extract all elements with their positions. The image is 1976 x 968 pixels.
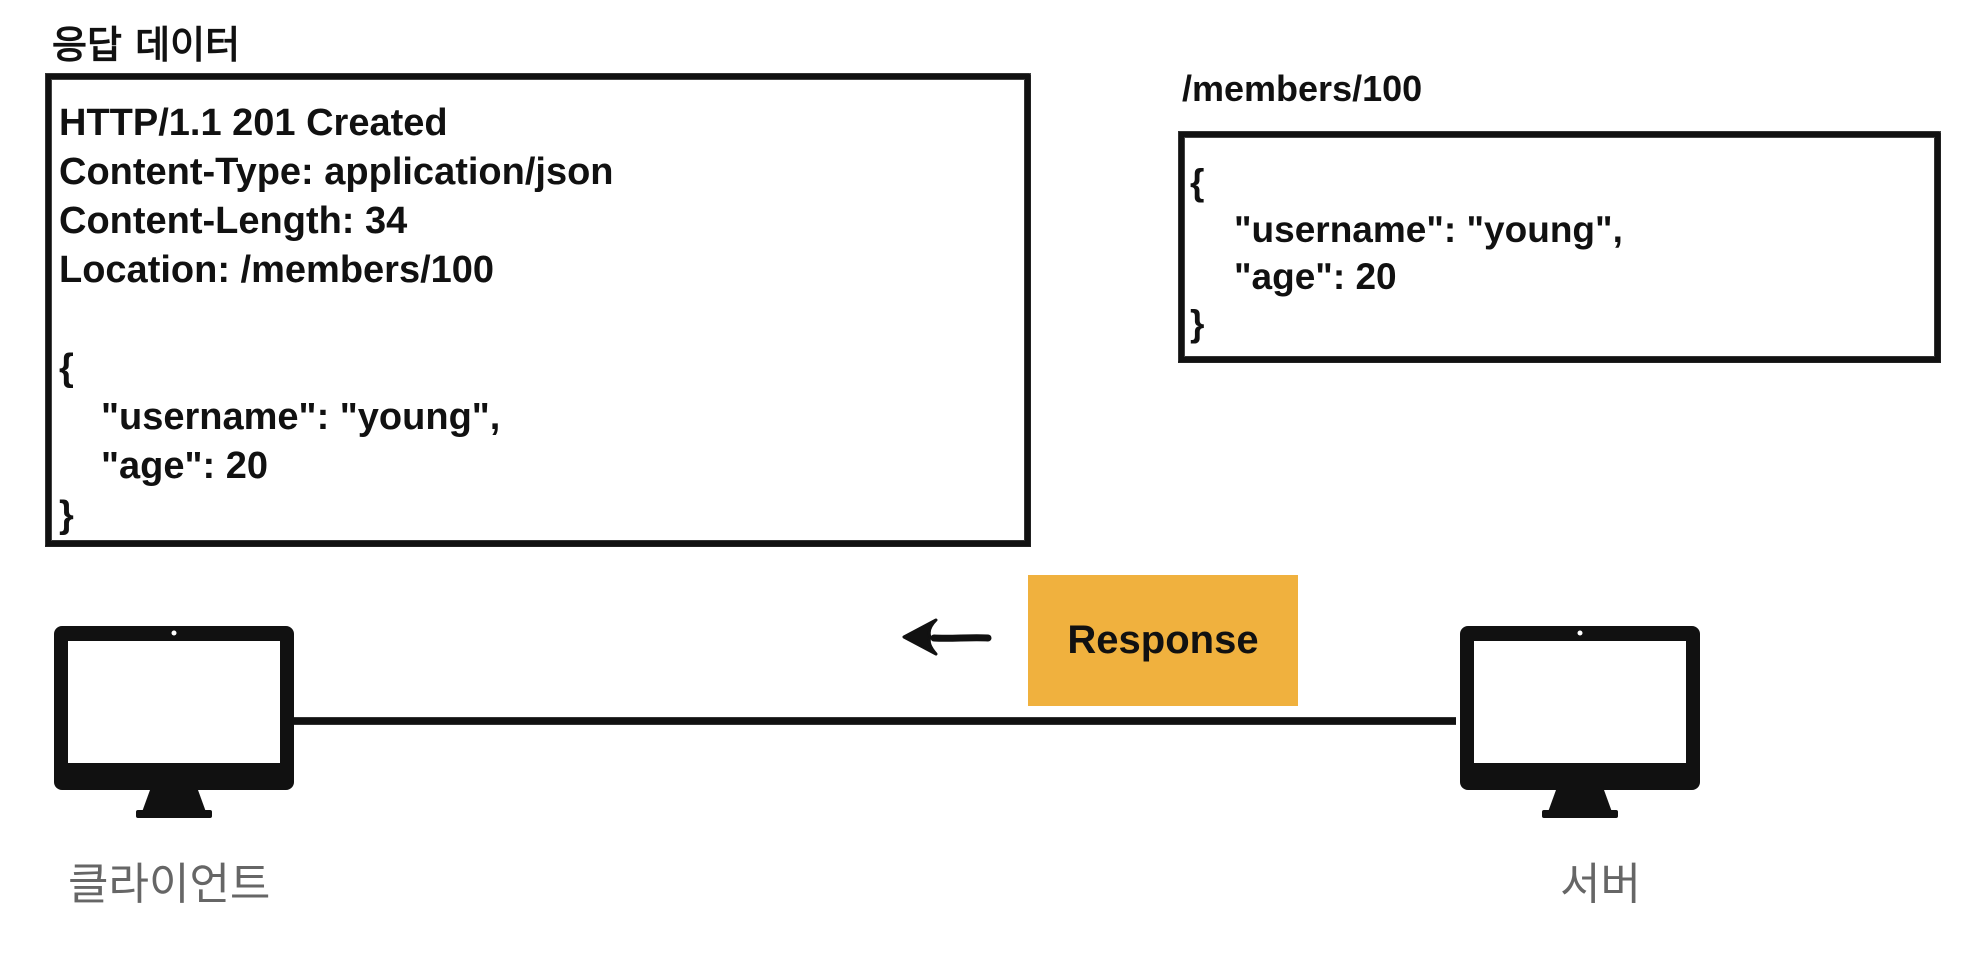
location-header-label: Location: [59, 249, 241, 291]
json-close-brace: } [59, 494, 74, 536]
location-header-value: /members/100 [240, 249, 495, 291]
json-username-field: "username": "young", [101, 396, 501, 438]
response-label: Response [1067, 618, 1259, 662]
response-message-content: HTTP/1.1 201 Created Content-Type: appli… [59, 99, 614, 540]
server-monitor-icon [1460, 626, 1700, 818]
arrow-left-icon [902, 618, 992, 656]
json-age-field: "age": 20 [101, 445, 268, 487]
server-label: 서버 [1560, 859, 1641, 910]
section-title: 응답 데이터 [52, 23, 241, 67]
resource-username-field: "username": "young", [1234, 209, 1623, 250]
location-header: Location: /members/100 [59, 246, 614, 295]
network-connection-line [294, 718, 1456, 724]
client-label: 클라이언트 [68, 859, 271, 910]
json-open-brace: { [59, 347, 74, 389]
resource-box: { "username": "young", "age": 20 } [1179, 132, 1940, 362]
resource-path-label: /members/100 [1182, 68, 1423, 109]
blank-line [59, 295, 614, 344]
resource-close-brace: } [1190, 303, 1205, 344]
response-message-box: HTTP/1.1 201 Created Content-Type: appli… [46, 74, 1030, 546]
resource-age-field: "age": 20 [1234, 256, 1397, 297]
resource-content: { "username": "young", "age": 20 } [1190, 159, 1623, 347]
content-type-header: Content-Type: application/json [59, 151, 614, 193]
status-line: HTTP/1.1 201 Created [59, 102, 448, 144]
resource-open-brace: { [1190, 162, 1205, 203]
response-badge: Response [1028, 575, 1298, 706]
content-length-header: Content-Length: 34 [59, 200, 408, 242]
client-monitor-icon [54, 626, 294, 818]
